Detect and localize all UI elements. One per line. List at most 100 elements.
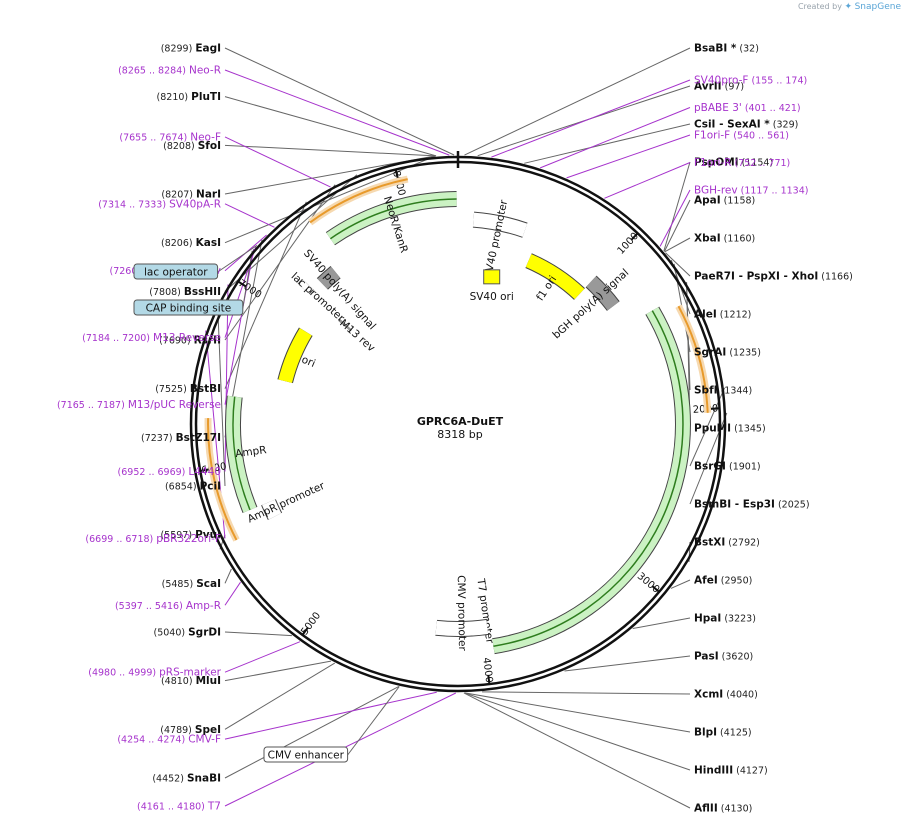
primer-position: (7314 .. 7333) [98, 199, 169, 210]
orf-arc [677, 305, 709, 413]
primer-label: (4980 .. 4999) pRS-marker [88, 667, 221, 679]
site-name: BsrGI [694, 461, 726, 473]
site-name: RsrII [194, 335, 221, 347]
site-position: (1158) [721, 196, 756, 207]
tick-mark [651, 585, 660, 593]
primer-position: (752 .. 771) [731, 158, 790, 169]
site-name: BstBI [190, 383, 221, 395]
feature-arc [586, 276, 619, 311]
brand-name: SnapGene [854, 2, 901, 12]
site-name: XbaI [694, 233, 721, 245]
site-name: KasI [196, 237, 221, 249]
site-label: (7525) BstBI [155, 383, 221, 395]
primer-position: (4254 .. 4274) [117, 735, 188, 746]
site-label: (4810) MluI [161, 675, 221, 687]
annotation-labels: BsaBI * (32)AvrII (97)CsiI - SexAI * (32… [57, 43, 853, 815]
site-name: SnaBI [187, 773, 221, 785]
site-name: MluI [196, 675, 221, 687]
site-name: SgrDI [188, 627, 221, 639]
site-name: NarI [196, 189, 221, 201]
primer-label: (8265 .. 8284) Neo-R [118, 65, 221, 77]
site-label: (8210) PluTI [157, 91, 221, 103]
primer-label: (7165 .. 7187) M13/pUC Reverse [57, 399, 221, 411]
site-position: (7690) [159, 336, 194, 347]
feature-cds-line [493, 310, 684, 647]
primer-leader [566, 134, 691, 179]
primer-leader [491, 79, 691, 158]
site-position: (4127) [733, 766, 768, 777]
feature-arc [339, 319, 352, 331]
primer-label: (4161 .. 4180) T7 [137, 801, 221, 813]
site-name: CsiI [694, 119, 715, 131]
primer-name: BGH-rev [694, 185, 738, 197]
site-name: PasI [694, 651, 719, 663]
site-leader [482, 691, 691, 695]
boxed-feature-label-bg [133, 263, 219, 280]
feature-arc [435, 619, 489, 636]
primer-position: (540 .. 561) [730, 131, 789, 142]
site-label: HindIII (4127) [694, 765, 768, 777]
site-label: (4789) SpeI [160, 724, 221, 736]
site-name: AvrII [694, 81, 722, 93]
feature-arc [472, 212, 528, 237]
site-name: BlpI [694, 727, 717, 739]
feature-arc [278, 328, 312, 384]
site-label: PaeR7I - PspXI - XhoI (1166) [694, 271, 853, 283]
site-label: (8208) SfoI [163, 140, 221, 152]
primer-label: BGH-rev (1117 .. 1134) [694, 185, 808, 197]
site-position: (1344) [718, 386, 753, 397]
site-extra: - PspXI - XhoI [735, 271, 818, 283]
primer-position: (4161 .. 4180) [137, 802, 208, 813]
site-name: PciI [200, 481, 221, 493]
site-leader [463, 692, 691, 809]
primer-position: (5397 .. 5416) [115, 601, 186, 612]
primer-label: pBABE 3' (401 .. 421) [694, 102, 801, 114]
site-position: (3620) [719, 652, 754, 663]
site-leader [224, 660, 332, 682]
site-leader [464, 692, 691, 771]
site-position: (4452) [152, 774, 187, 785]
site-position: (5485) [162, 579, 197, 590]
site-position: (7525) [155, 384, 190, 395]
tick-mark [710, 407, 720, 410]
site-name: PaeR7I [694, 271, 735, 283]
site-leader [524, 123, 691, 164]
site-leader [217, 303, 226, 487]
site-position: (3223) [721, 614, 756, 625]
tick-label: 5000 [299, 610, 323, 637]
site-leader [224, 144, 436, 157]
primer-position: (7655 .. 7674) [119, 132, 190, 143]
site-name: BstXI [694, 537, 725, 549]
primer-name: pBR322ori-F [156, 533, 221, 545]
primer-name: CMV-F [188, 734, 221, 746]
primer-position: (1117 .. 1134) [738, 186, 809, 197]
site-leader [664, 237, 691, 253]
site-label: (7690) RsrII [159, 335, 221, 347]
primer-label: (4254 .. 4274) CMV-F [117, 734, 221, 746]
primer-position: (6952 .. 6969) [118, 467, 189, 478]
site-leader [464, 47, 691, 156]
site-name: HindIII [694, 765, 733, 777]
site-label: (8206) KasI [161, 237, 221, 249]
site-label: BstXI (2792) [694, 537, 760, 549]
primer-name: Amp-R [186, 600, 221, 612]
site-name: PspOMI [694, 157, 739, 169]
primer-leader [224, 248, 255, 405]
primer-label: (7184 .. 7200) M13 Reverse [82, 332, 221, 344]
boxed-feature-label: CAP binding site [146, 303, 232, 315]
site-label: SgrAI (1235) [694, 347, 761, 359]
site-label: PasI (3620) [694, 651, 753, 663]
site-leader [564, 655, 691, 672]
site-name: SgrAI [694, 347, 726, 359]
site-label: (5485) ScaI [162, 578, 221, 590]
site-label: (5597) PvuI [160, 529, 221, 541]
site-position: (2950) [718, 576, 753, 587]
boxed-feature-label-bg [133, 299, 244, 316]
snapgene-logo-icon: ✦ [844, 2, 853, 12]
primer-position: (6699 .. 6718) [85, 534, 156, 545]
site-position: (8208) [163, 141, 198, 152]
primer-label: SV40pro-F (155 .. 174) [694, 75, 807, 87]
boxed-feature-label-bg [263, 746, 349, 763]
primer-name: SV40pA-R [169, 198, 221, 210]
